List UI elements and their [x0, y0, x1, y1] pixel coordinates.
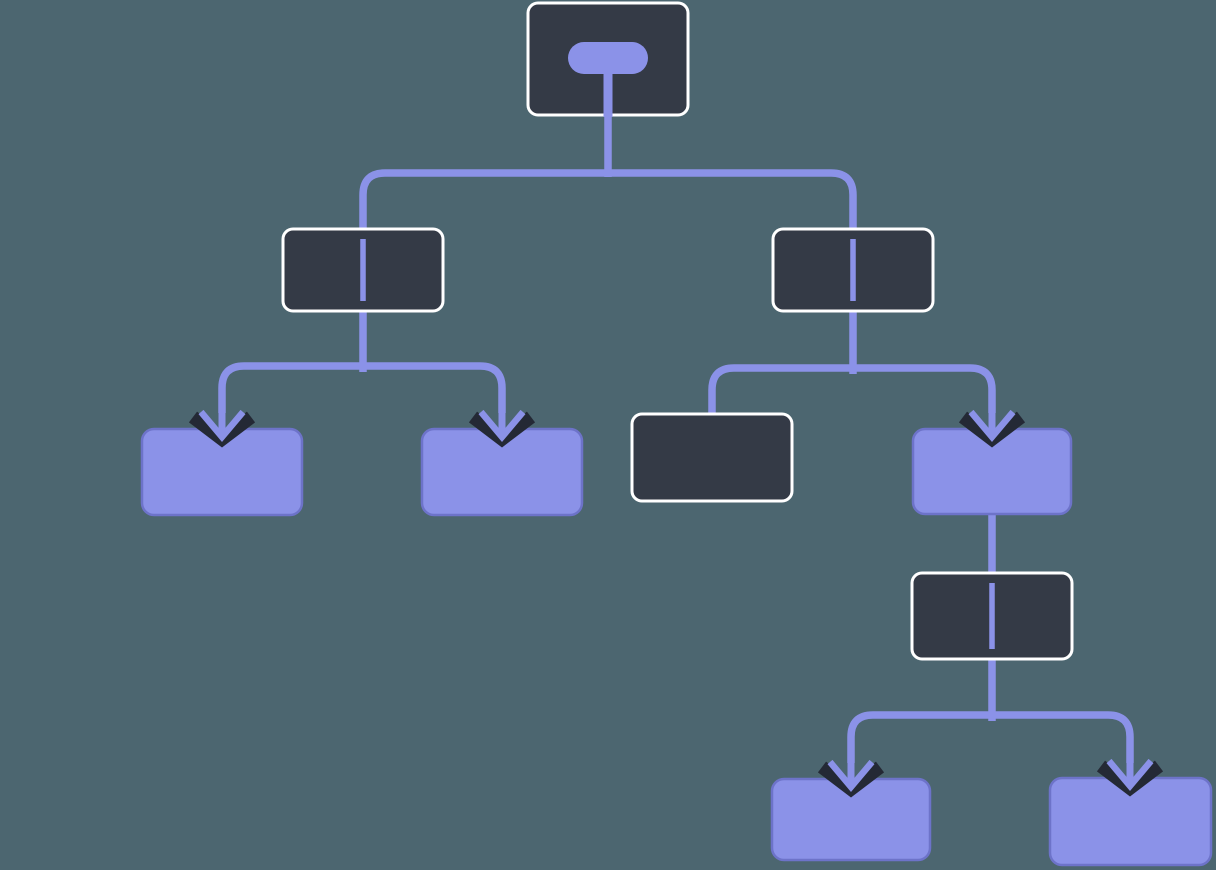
node-branch-right[interactable] — [771, 227, 935, 313]
edge-connector-rail-bottom — [847, 711, 1134, 763]
edge-connector-rail-right — [708, 364, 996, 415]
arrows-layer — [188, 387, 1164, 798]
arrow-down-icon — [958, 387, 1026, 448]
arrowhead-purple-shape — [968, 409, 1016, 443]
node-branch-mid[interactable] — [910, 571, 1074, 661]
nodes-layer — [140, 1, 1213, 867]
edge-connector-rail-left — [218, 362, 506, 413]
node-leaf-dark[interactable] — [630, 412, 794, 503]
dark-node-box[interactable] — [630, 412, 794, 503]
arrow-down-icon — [817, 737, 885, 798]
arrowhead-purple-shape — [827, 759, 875, 793]
arrowhead-purple-shape — [198, 409, 246, 443]
arrow-down-icon — [1096, 736, 1164, 797]
node-branch-left[interactable] — [281, 227, 445, 313]
arrowhead-purple-shape — [478, 409, 526, 443]
arrowhead-purple-shape — [1106, 758, 1154, 792]
node-root[interactable] — [526, 1, 690, 117]
edges-layer — [218, 110, 1134, 763]
arrow-down-icon — [468, 387, 536, 448]
edge-connector-rail-top — [359, 169, 857, 230]
root-pill-icon — [568, 42, 648, 74]
arrow-down-icon — [188, 387, 256, 448]
root-pill-stem — [603, 58, 613, 117]
